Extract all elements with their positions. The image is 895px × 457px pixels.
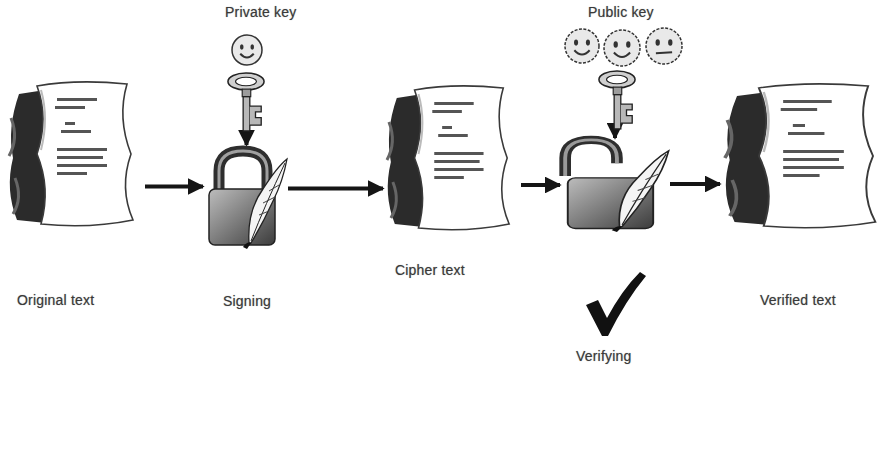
document-illustration <box>383 82 521 232</box>
document: Verified text <box>720 80 890 230</box>
flow-arrow <box>670 182 720 186</box>
document-illustration <box>5 78 145 228</box>
node-label: Private key <box>225 4 296 20</box>
flow-arrow <box>521 183 560 187</box>
key-illustration <box>228 73 264 131</box>
key-holder: Public key <box>560 2 685 130</box>
public-key-illustration <box>560 2 685 130</box>
node-label: Signing <box>223 293 271 309</box>
padlock-illustration <box>560 138 670 233</box>
face-icon <box>232 35 262 65</box>
node-label: Verifying <box>576 348 632 364</box>
flow-arrow <box>245 132 249 145</box>
flow-arrow <box>613 130 617 138</box>
flow-arrow <box>288 187 383 191</box>
check-mark <box>586 272 646 336</box>
key-holder: Private key <box>205 2 290 132</box>
face-icon <box>604 30 640 66</box>
face-icon <box>646 28 682 64</box>
node-label: Public key <box>588 4 654 20</box>
padlock-illustration <box>203 145 288 250</box>
node-label: Cipher text <box>395 262 465 278</box>
private-key-illustration <box>205 2 290 132</box>
verifying-lock: Verifying <box>560 138 670 233</box>
document-illustration <box>720 80 890 230</box>
key-illustration <box>599 71 635 129</box>
face-icon <box>565 29 599 63</box>
flow-arrow <box>145 185 203 189</box>
document: Cipher text <box>383 82 521 232</box>
node-label: Original text <box>17 292 94 308</box>
document: Original text <box>5 78 145 228</box>
signing-lock: Signing <box>203 145 288 250</box>
node-label: Verified text <box>760 292 836 308</box>
